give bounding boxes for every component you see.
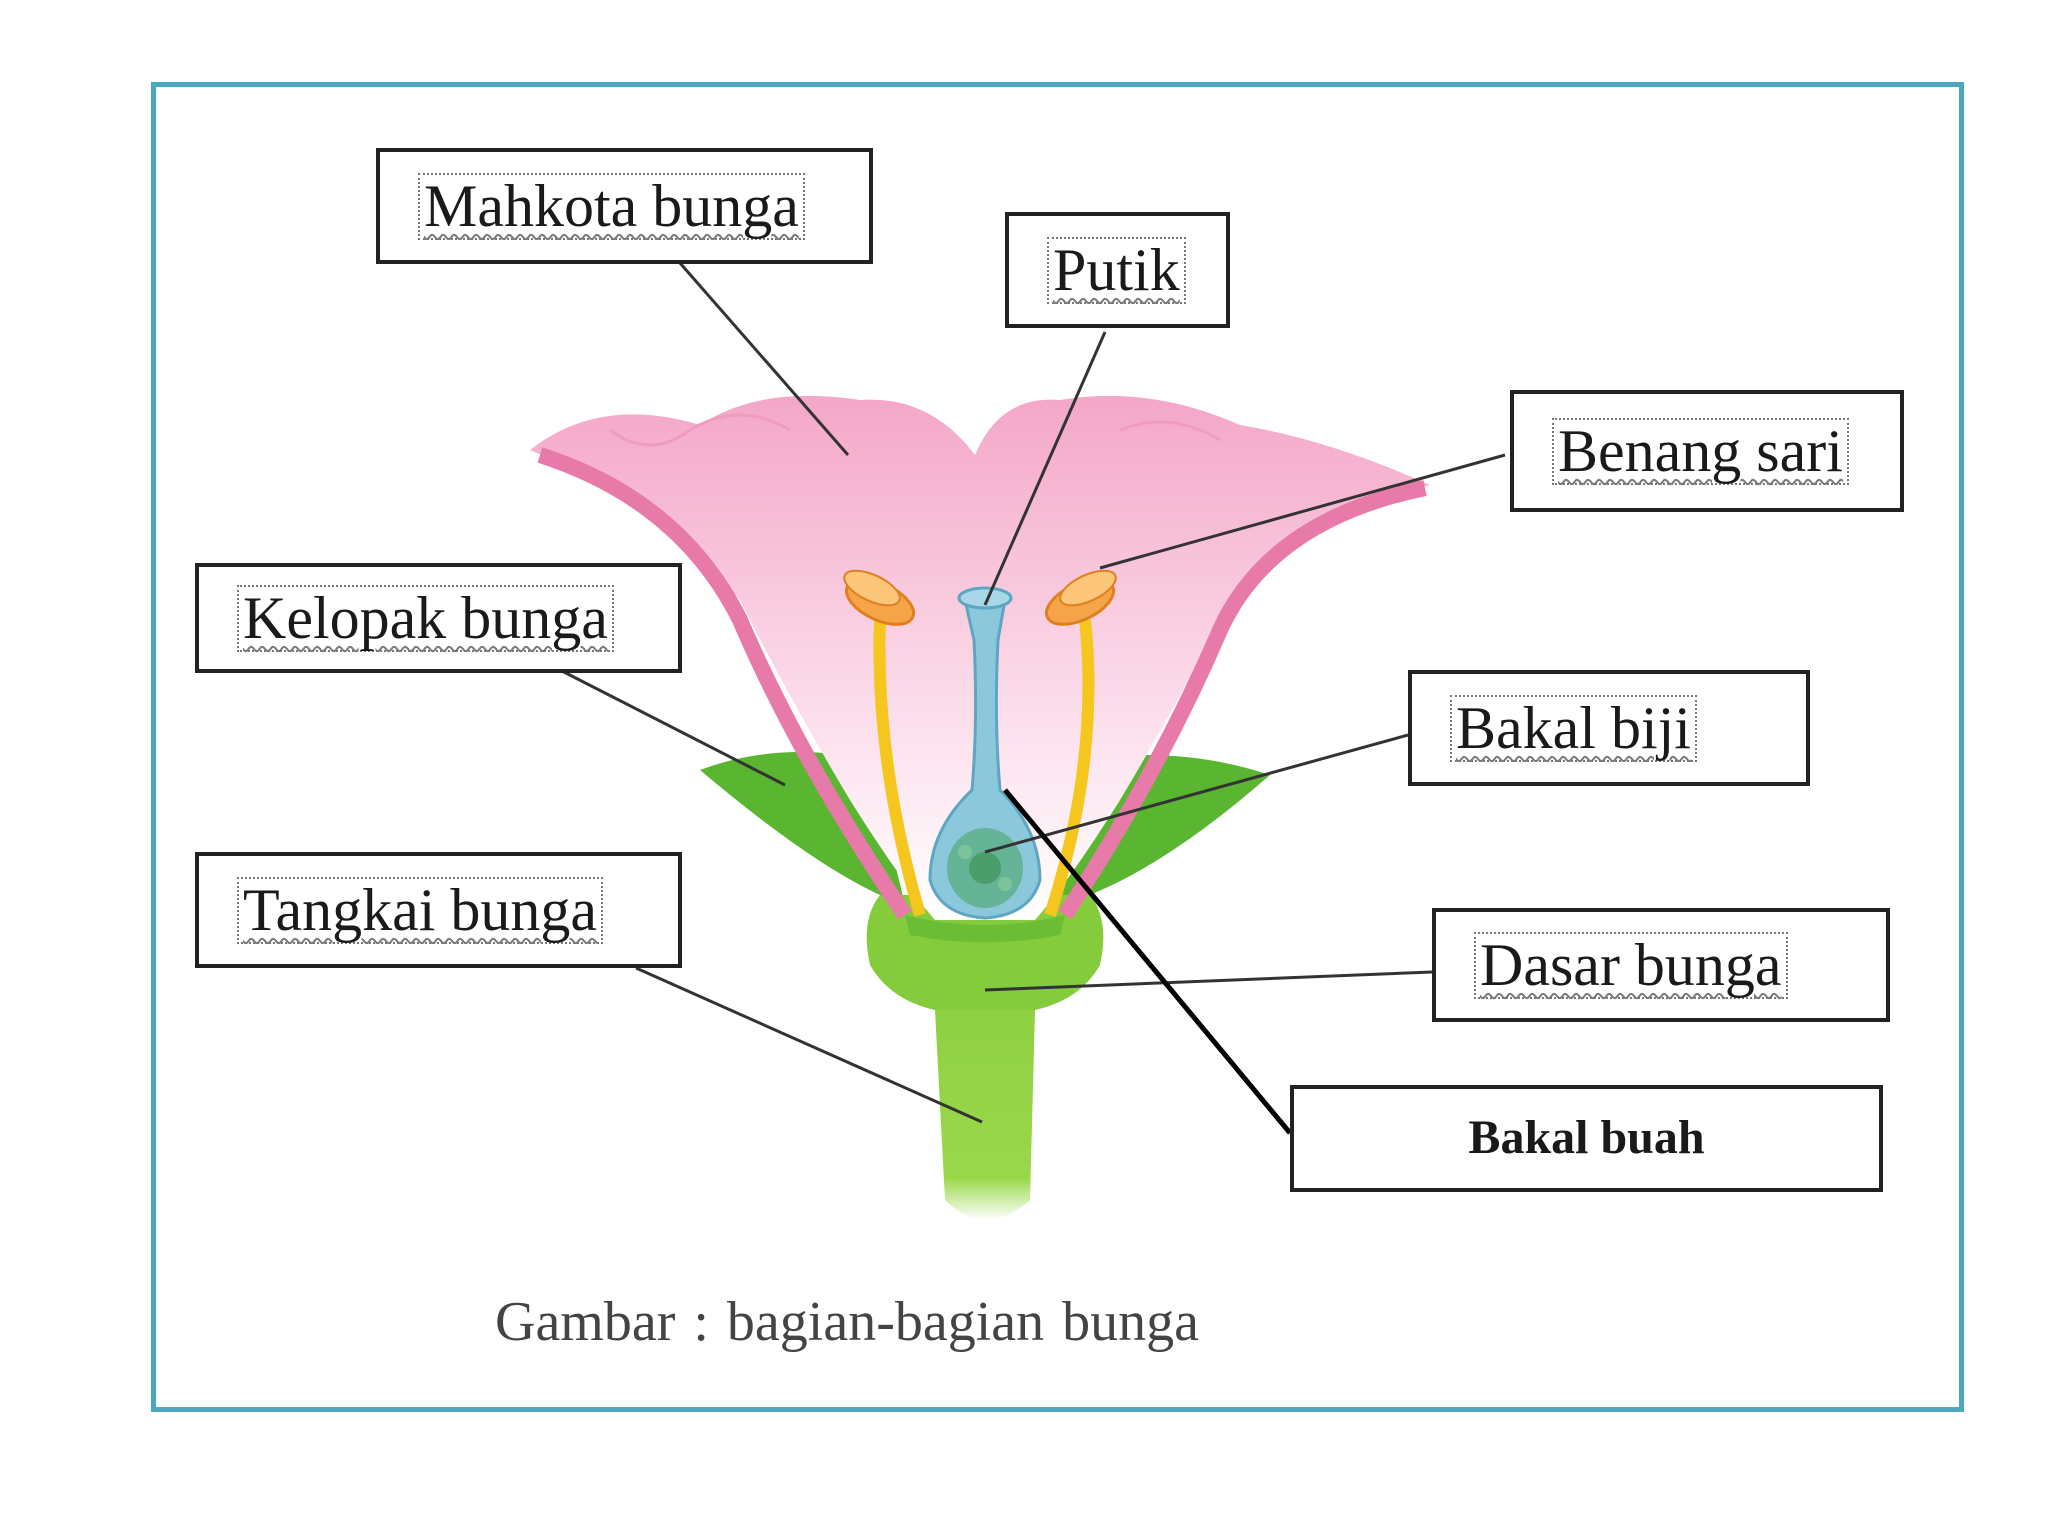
leader-kelopak [559,668,786,787]
label-benang-sari: Benang sari [1510,390,1904,512]
figure-caption: Gambar : bagian-bagian bunga [495,1291,1199,1353]
leader-dasar [984,970,1433,992]
label-text: Kelopak bunga [237,584,614,652]
label-mahkota-bunga: Mahkota bunga [376,148,873,264]
filament-left-shape [873,619,926,917]
label-text: Benang sari [1552,417,1849,485]
anther-left-shape [843,569,916,626]
leader-bakal-buah [1003,788,1292,1135]
pistil-shape [928,593,1042,920]
label-text: Bakal biji [1450,694,1697,762]
label-text: Mahkota bunga [418,172,805,240]
label-text: Putik [1047,236,1186,304]
leader-tangkai [635,966,983,1124]
label-tangkai-bunga: Tangkai bunga [195,852,682,968]
anther-right-shape [1044,569,1117,626]
label-bakal-buah: Bakal buah [1290,1085,1883,1192]
filament-right-shape [1044,619,1095,917]
label-putik: Putik [1005,212,1230,328]
label-text: Bakal buah [1468,1111,1705,1165]
label-text: Tangkai bunga [237,876,604,944]
leader-mahkota [678,262,850,456]
label-bakal-biji: Bakal biji [1408,670,1810,786]
stem-shape [935,1010,1035,1220]
label-text: Dasar bunga [1474,931,1788,999]
leader-benang-sari [1099,453,1506,570]
leader-putik [983,331,1107,606]
label-dasar-bunga: Dasar bunga [1432,908,1890,1022]
leader-bakal-biji [984,733,1409,854]
label-kelopak-bunga: Kelopak bunga [195,563,682,673]
